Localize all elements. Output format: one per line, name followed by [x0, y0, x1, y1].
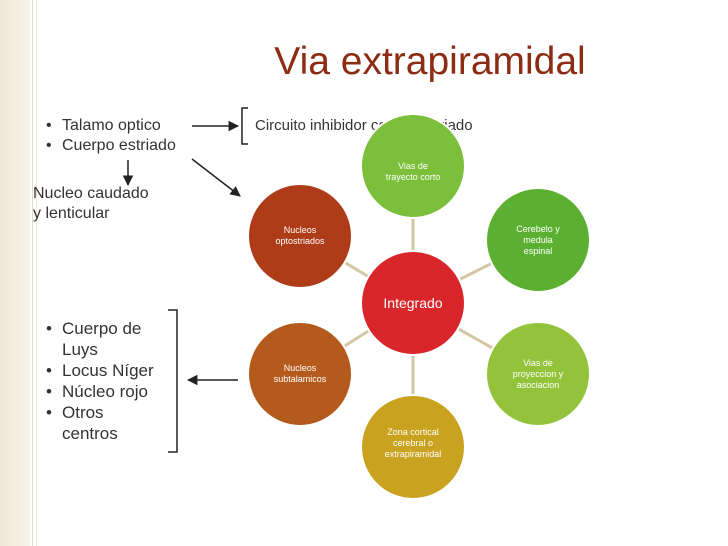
- list-item-cuerpo-de-luys: Cuerpo de Luys: [40, 318, 154, 360]
- node-circle-upper-left: [247, 183, 353, 289]
- node-label-line: optostriados: [275, 236, 325, 246]
- list-item-talamo: Talamo optico: [40, 116, 176, 136]
- node-label-line: trayecto corto: [385, 172, 441, 182]
- node-circle-lower-right: [485, 321, 591, 427]
- list-item-text: Núcleo rojo: [62, 382, 148, 401]
- bracket-bottom-list: [168, 309, 178, 453]
- node-label-line: Vias de: [398, 161, 428, 171]
- node-label-line: medula: [523, 234, 553, 245]
- node-circle-upper-right: [485, 187, 591, 293]
- list-item-text: Luys: [62, 340, 98, 359]
- list-item-text: Otros: [62, 403, 104, 422]
- sidebar-divider-thin: [36, 0, 37, 546]
- node-label-line: Nucleos: [283, 363, 317, 373]
- node-label-line: Zona cortical: [387, 426, 439, 437]
- node-label-line: espinal: [523, 245, 553, 256]
- sidebar-divider: [32, 0, 33, 546]
- list-item-cuerpo-estriado: Cuerpo estriado: [40, 136, 176, 156]
- node-label-line: cerebral o: [392, 437, 434, 448]
- node-circle-top: [360, 113, 466, 219]
- list-item-text: centros: [62, 424, 118, 443]
- node-label-line: extrapiramidal: [384, 448, 442, 459]
- bracket-circuit: [241, 107, 248, 145]
- center-node-label: Integrado: [363, 295, 463, 311]
- bottom-bullet-list: Cuerpo de Luys Locus Níger Núcleo rojo O…: [40, 318, 154, 444]
- node-circle-bottom: [360, 394, 466, 500]
- node-circle-lower-left: [247, 321, 353, 427]
- list-item-nucleo-rojo: Núcleo rojo: [40, 381, 154, 402]
- list-item-locus-niger: Locus Níger: [40, 360, 154, 381]
- node-label-line: proyeccion y: [512, 368, 564, 379]
- node-label-line: Nucleos: [283, 225, 317, 235]
- list-item-otros-centros: Otros centros: [40, 402, 154, 444]
- node-label-line: Cerebelo y: [516, 223, 560, 234]
- node-label-line: Vias de: [523, 357, 553, 368]
- arrow-to-nucleo-caudado: [191, 158, 241, 197]
- nucleo-text-line-2: y lenticular: [33, 205, 110, 222]
- slide-sidebar-decoration: [0, 0, 30, 546]
- list-item-text: Cuerpo de: [62, 319, 142, 338]
- center-node-circle: [360, 250, 466, 356]
- nucleo-text-line-1: Nucleo caudado: [33, 185, 149, 202]
- list-item-text: Locus Níger: [62, 361, 154, 380]
- top-bullet-list: Talamo optico Cuerpo estriado: [40, 116, 176, 156]
- node-label-line: asociacion: [516, 379, 560, 390]
- node-label-line: subtalamicos: [273, 374, 327, 384]
- slide-title: Via extrapiramidal: [274, 40, 586, 83]
- node-label-line: Integrado: [383, 295, 443, 311]
